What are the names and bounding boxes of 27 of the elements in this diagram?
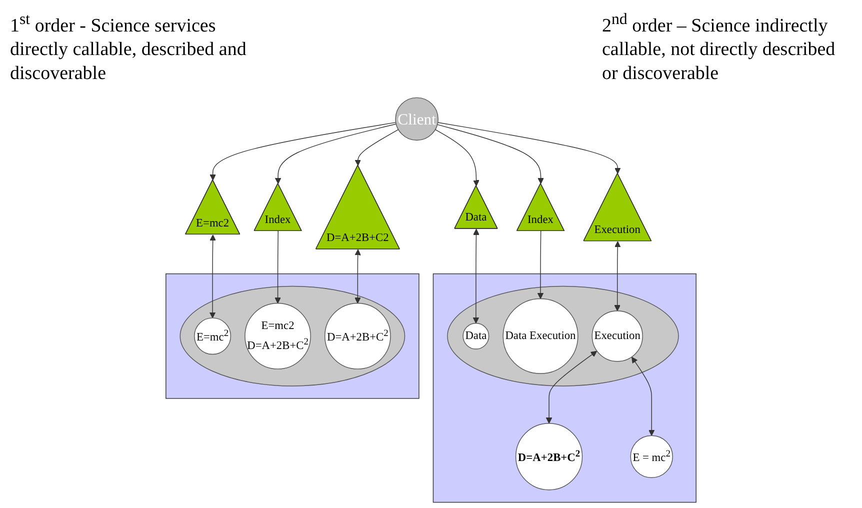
arrow [354,129,399,166]
arrow [614,241,621,312]
node-circle: D=A+2B+C$^{2}$ [324,302,391,370]
heading-note: 2$^{nd}$ order – Science indirectly callable, not directly described or discoverable [602,10,836,86]
arrow [537,230,544,299]
arrow [546,350,598,424]
heading-note: 1$^{st}$ order - Science services directly callable, described and discoverable [10,10,248,86]
node-circle: Execution [592,310,643,362]
node-circle: D=A+2B+C$^{2}$ [515,423,583,490]
arrow [274,230,281,304]
cluster [166,273,420,399]
arrow [210,122,396,180]
cluster [432,273,696,503]
arrow [434,129,480,186]
node-circle: Data Execution [502,298,578,374]
arrow [274,124,396,184]
node-circle: E=mc$^{2}$ [194,318,232,355]
arrow [354,249,361,304]
node-circle: Client [395,97,438,141]
node-circle: Data [462,322,490,350]
node-circle: E=mc2 D=A+2B+C$^{2}$ [244,302,311,370]
node-circle: E = mc$^{2}$ [630,435,673,478]
arrow [209,234,216,318]
arrow [437,122,621,174]
arrow [632,356,655,436]
arrow [436,124,544,184]
arrow [472,228,480,324]
